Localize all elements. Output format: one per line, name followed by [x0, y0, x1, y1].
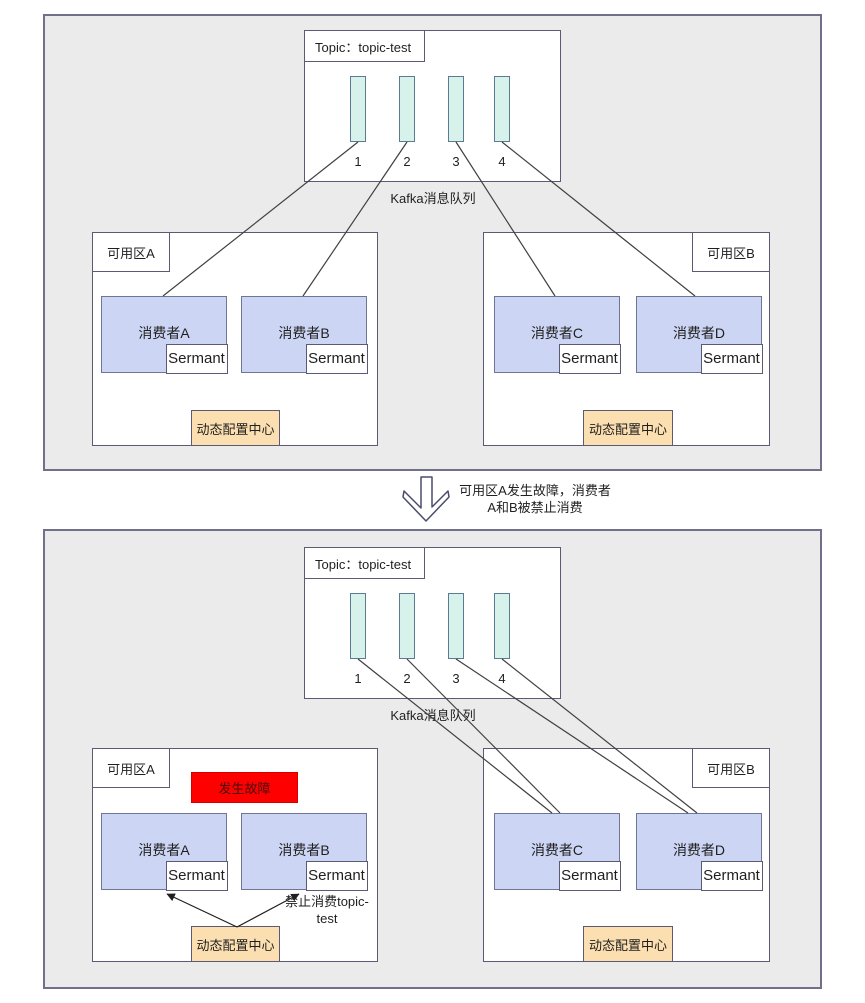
consumer-d-box-before: 消费者D Sermant [636, 296, 763, 374]
topic-label-text: Topic：topic-test [315, 39, 412, 55]
consumer-a-box-after: 消费者A Sermant [101, 813, 228, 891]
partition-3-after [448, 593, 464, 659]
zone-a-label-text: 可用区A [107, 761, 155, 777]
consumer-name: 消费者A [138, 842, 190, 858]
transition-note-line2: A和B被禁止消费 [487, 500, 583, 515]
partition-1-after [350, 593, 366, 659]
consumer-name: 消费者C [530, 842, 584, 858]
topic-label-text: Topic：topic-test [315, 556, 412, 572]
consumer-c-box-before: 消费者C Sermant [494, 296, 621, 374]
partition-number: 4 [498, 154, 506, 169]
ban-note-line2: test [316, 911, 338, 926]
config-center-zone-a-before: 动态配置中心 [191, 410, 280, 446]
zone-a-label-text: 可用区A [107, 245, 155, 261]
consumer-name: 消费者A [138, 325, 190, 341]
partition-2-after [399, 593, 415, 659]
sermant-agent-label: Sermant [165, 860, 228, 891]
consumer-name: 消费者B [278, 842, 330, 858]
partition-number: 3 [452, 154, 460, 169]
ban-note-line1: 禁止消费topic- [285, 894, 369, 909]
zone-a-label-after: 可用区A [92, 748, 170, 788]
consumer-d-box-after: 消费者D Sermant [636, 813, 763, 891]
sermant-agent-label: Sermant [558, 343, 621, 374]
consumer-b-box-after: 消费者B Sermant [241, 813, 368, 891]
zone-b-label-text: 可用区B [707, 245, 755, 261]
partition-3-before [448, 76, 464, 142]
consumer-name: 消费者D [672, 325, 726, 341]
kafka-caption-before: Kafka消息队列 [390, 191, 476, 206]
consumer-b-box-before: 消费者B Sermant [241, 296, 368, 374]
config-center-zone-a-after: 动态配置中心 [191, 926, 280, 962]
partition-number: 1 [354, 671, 362, 686]
zone-a-label-before: 可用区A [92, 232, 170, 272]
consumer-name: 消费者D [672, 842, 726, 858]
partition-number: 2 [403, 154, 411, 169]
consumer-c-box-after: 消费者C Sermant [494, 813, 621, 891]
consumer-a-box-before: 消费者A Sermant [101, 296, 228, 374]
config-center-zone-b-after: 动态配置中心 [583, 926, 673, 962]
partition-2-before [399, 76, 415, 142]
partition-4-before [494, 76, 510, 142]
zone-b-label-after: 可用区B [692, 748, 770, 788]
consumer-name: 消费者C [530, 325, 584, 341]
sermant-agent-label: Sermant [558, 860, 621, 891]
topic-label-before: Topic：topic-test [304, 30, 425, 62]
sermant-agent-label: Sermant [700, 343, 763, 374]
partition-number: 3 [452, 671, 460, 686]
ban-consume-note: 禁止消费topic- test [267, 893, 387, 927]
sermant-agent-label: Sermant [165, 343, 228, 374]
sermant-agent-label: Sermant [700, 860, 763, 891]
partition-4-after [494, 593, 510, 659]
zone-b-label-before: 可用区B [692, 232, 770, 272]
config-center-zone-b-before: 动态配置中心 [583, 410, 673, 446]
partition-number: 1 [354, 154, 362, 169]
sermant-agent-label: Sermant [305, 860, 368, 891]
consumer-name: 消费者B [278, 325, 330, 341]
partition-number: 4 [498, 671, 506, 686]
partition-1-before [350, 76, 366, 142]
kafka-caption-after: Kafka消息队列 [390, 708, 476, 723]
transition-note-line1: 可用区A发生故障，消费者 [459, 483, 611, 498]
zone-b-label-text: 可用区B [707, 761, 755, 777]
topic-label-after: Topic：topic-test [304, 547, 425, 579]
transition-note: 可用区A发生故障，消费者 A和B被禁止消费 [430, 482, 640, 516]
sermant-agent-label: Sermant [305, 343, 368, 374]
fault-banner: 发生故障 [191, 772, 298, 803]
partition-number: 2 [403, 671, 411, 686]
